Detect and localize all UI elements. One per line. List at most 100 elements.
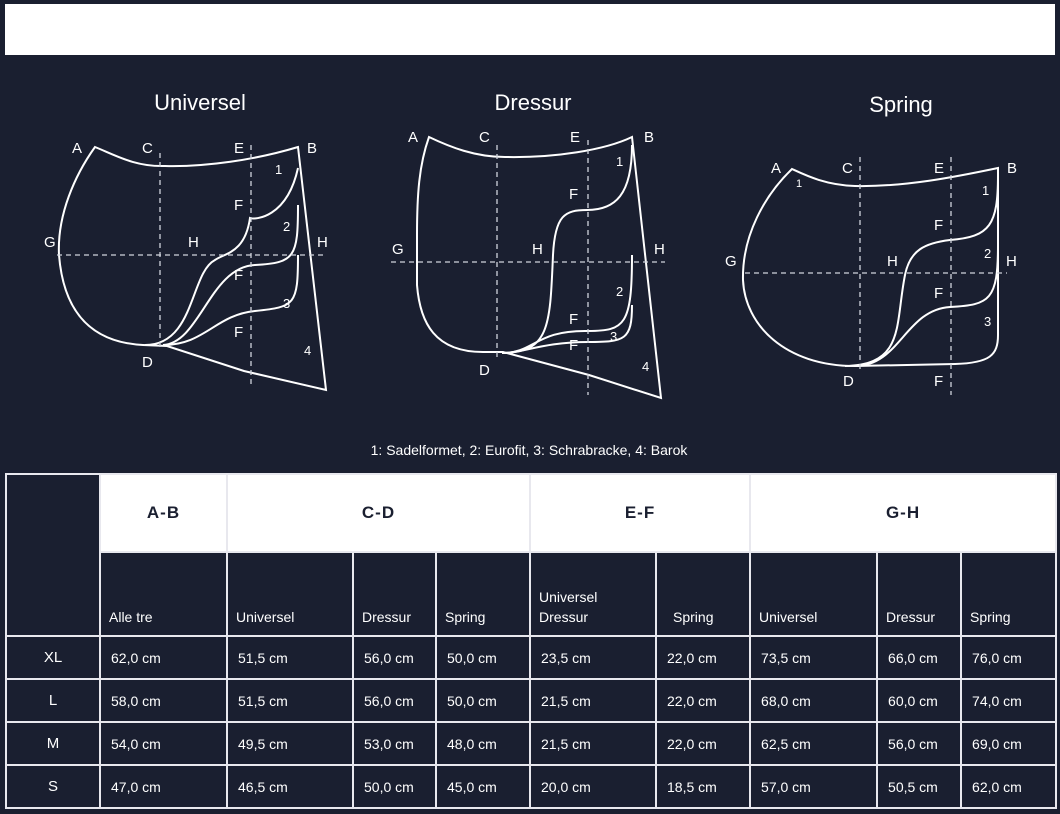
spring-label-f3: F xyxy=(934,373,943,390)
spring-label-a: A xyxy=(771,160,781,177)
saddle-pad-diagram: Universel Dressur Spring A C E B G H H F… xyxy=(5,55,1055,472)
universel-h-curve-1 xyxy=(144,167,299,346)
table-cell: 76,0 cm xyxy=(960,635,1058,680)
universel-label-d: D xyxy=(142,354,153,371)
table-cell: 66,0 cm xyxy=(876,635,963,680)
size-label: M xyxy=(5,721,101,766)
dressur-label-h2: H xyxy=(654,241,665,258)
group-ef: E-F xyxy=(529,473,752,553)
table-cell: 21,5 cm xyxy=(529,678,658,723)
sub-ab-alle-tre: Alle tre xyxy=(99,551,228,637)
spring-num-1: 1 xyxy=(982,183,989,198)
sub-gh-spring: Spring xyxy=(960,551,1058,637)
group-gh: G-H xyxy=(749,473,1058,553)
sub-gh-universel: Universel xyxy=(749,551,879,637)
universel-label-a: A xyxy=(72,140,82,157)
dressur-label-f1: F xyxy=(569,186,578,203)
spring-label-g: G xyxy=(725,253,737,270)
dressur-label-f3: F xyxy=(569,337,578,354)
spring-label-h1: H xyxy=(887,253,898,270)
universel-label-f3: F xyxy=(234,324,243,341)
spring-label-f2: F xyxy=(934,285,943,302)
table-cell: 46,5 cm xyxy=(226,764,354,809)
table-cell: 51,5 cm xyxy=(226,678,354,723)
table-cell: 22,0 cm xyxy=(655,635,752,680)
table-cell: 50,0 cm xyxy=(352,764,437,809)
spring-label-b: B xyxy=(1007,160,1017,177)
dressur-num-4: 4 xyxy=(642,359,649,374)
spring-h-curve-2 xyxy=(854,244,999,367)
dressur-outline xyxy=(416,135,663,400)
table-cell: 57,0 cm xyxy=(749,764,879,809)
dressur-num-2: 2 xyxy=(616,284,623,299)
table-cell: 62,0 cm xyxy=(960,764,1058,809)
diagram-svg: A C E B G H H F F F D 1 2 3 4 A C xyxy=(44,129,1017,400)
dressur-num-3: 3 xyxy=(610,329,617,344)
size-label: S xyxy=(5,764,101,809)
subheader-row: Alle tre Universel Dressur Spring Univer… xyxy=(6,551,1058,637)
table-cell: 73,5 cm xyxy=(749,635,879,680)
universel-num-3: 3 xyxy=(283,296,290,311)
table-cell: 62,5 cm xyxy=(749,721,879,766)
table-cell: 23,5 cm xyxy=(529,635,658,680)
dressur-label-a: A xyxy=(408,129,418,146)
sub-cd-spring: Spring xyxy=(434,551,532,637)
spring-num-2: 2 xyxy=(984,246,991,261)
table-cell: 20,0 cm xyxy=(529,764,658,809)
pad-universel: A C E B G H H F F F D 1 2 3 4 xyxy=(44,140,328,392)
table-cell: 45,0 cm xyxy=(434,764,532,809)
table-cell: 69,0 cm xyxy=(960,721,1058,766)
group-ab: A-B xyxy=(99,473,228,553)
table-cell: 48,0 cm xyxy=(434,721,532,766)
sub-ef-spring: Spring xyxy=(655,551,752,637)
size-label: L xyxy=(5,678,101,723)
table-cell: 47,0 cm xyxy=(99,764,228,809)
table-cell: 22,0 cm xyxy=(655,721,752,766)
dressur-num-1: 1 xyxy=(616,154,623,169)
spring-outline xyxy=(741,166,999,368)
universel-label-f2: F xyxy=(234,267,243,284)
dressur-label-e: E xyxy=(570,129,580,146)
group-cd: C-D xyxy=(225,473,532,553)
title-spring: Spring xyxy=(869,92,933,117)
spring-num-3: 3 xyxy=(984,314,991,329)
spring-label-h2: H xyxy=(1006,253,1017,270)
pad-dressur: A C E B G H H F F F D 1 2 3 4 xyxy=(391,129,665,400)
dressur-label-c: C xyxy=(479,129,490,146)
dressur-label-h1: H xyxy=(532,241,543,258)
spring-label-d: D xyxy=(843,373,854,390)
universel-num-2: 2 xyxy=(283,219,290,234)
dressur-label-g: G xyxy=(392,241,404,258)
table-cell: 49,5 cm xyxy=(226,721,354,766)
universel-label-f1: F xyxy=(234,197,243,214)
group-header-row: A-B C-D E-F G-H xyxy=(5,473,1058,637)
dressur-label-d: D xyxy=(479,362,490,379)
spring-label-c: C xyxy=(842,160,853,177)
table-cell: 62,0 cm xyxy=(99,635,228,680)
table-cell: 22,0 cm xyxy=(655,678,752,723)
table-cell: 60,0 cm xyxy=(876,678,963,723)
top-white-bar xyxy=(5,4,1055,55)
universel-label-g: G xyxy=(44,234,56,251)
spring-h-curve-1 xyxy=(844,174,999,367)
title-universel: Universel xyxy=(154,90,246,115)
universel-label-c: C xyxy=(142,140,153,157)
universel-label-h1: H xyxy=(188,234,199,251)
table-cell: 56,0 cm xyxy=(352,678,437,723)
table-cell: 51,5 cm xyxy=(226,635,354,680)
universel-h-curve-3 xyxy=(162,254,299,346)
table-cell: 68,0 cm xyxy=(749,678,879,723)
variant-legend: 1: Sadelformet, 2: Eurofit, 3: Schrabrac… xyxy=(370,442,688,458)
sub-gh-dressur: Dressur xyxy=(876,551,963,637)
universel-label-b: B xyxy=(307,140,317,157)
sub-ef-dressur: Dressur xyxy=(539,609,589,625)
table-cell: 50,0 cm xyxy=(434,635,532,680)
title-dressur: Dressur xyxy=(494,90,572,115)
dressur-h-curve-1 xyxy=(501,144,633,354)
table-cell: 18,5 cm xyxy=(655,764,752,809)
